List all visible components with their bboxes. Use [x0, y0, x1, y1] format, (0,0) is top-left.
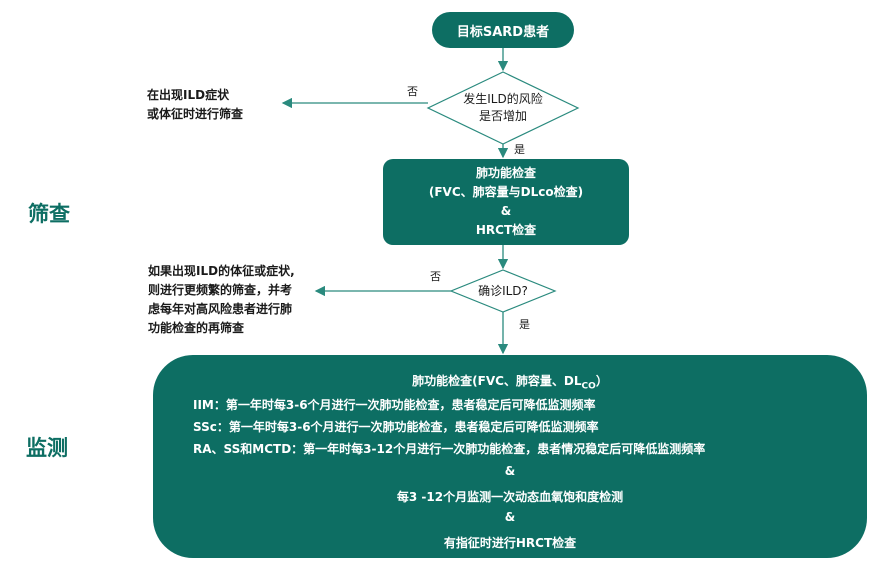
note2-line3: 虑每年对高风险患者进行肺 — [148, 302, 293, 316]
start-node-label: 目标SARD患者 — [456, 24, 550, 40]
decision1-text: 发生ILD的风险 是否增加 — [448, 91, 558, 125]
decision2-text: 确诊ILD? — [478, 284, 528, 298]
note-screen-on-symptoms: 在出现ILD症状 或体征时进行筛查 — [147, 86, 243, 124]
screening-label: 筛查 — [28, 202, 70, 226]
decision1-yes-label: 是 — [514, 143, 525, 156]
monitor-iim: IIM：第一年时每3-6个月进行一次肺功能检查，患者稳定后可降低监测频率 — [193, 398, 596, 412]
note1-line2: 或体征时进行筛查 — [147, 107, 244, 121]
monitor-amp1: & — [504, 464, 516, 478]
note2-line4: 功能检查的再筛查 — [148, 321, 245, 335]
monitor-ra: RA、SS和MCTD：第一年时每3-12个月进行一次肺功能检查，患者情况稳定后可… — [193, 442, 706, 456]
note2-line2: 则进行更频繁的筛查，并考 — [148, 283, 293, 297]
monitor-title-sub: CO — [581, 381, 596, 392]
monitor-hrct: 有指征时进行HRCT检查 — [443, 536, 577, 550]
monitor-title: 肺功能检查(FVC、肺容量、DLCO） — [153, 372, 867, 391]
decision1-line1: 发生ILD的风险 — [463, 92, 543, 106]
monitor-oxygen: 每3 -12个月监测一次动态血氧饱和度检测 — [396, 490, 624, 504]
pft-hrct-box: 肺功能检查 (FVC、肺容量与DLco检查) & HRCT检查 — [383, 159, 629, 245]
monitor-title-main: 肺功能检查(FVC、肺容量、DL — [412, 374, 582, 388]
monitor-amp2: & — [504, 510, 516, 524]
monitor-title-end: ） — [595, 374, 608, 388]
pft-box-line3: & — [500, 204, 512, 218]
note1-line1: 在出现ILD症状 — [147, 88, 230, 102]
monitoring-box: 肺功能检查(FVC、肺容量、DLCO） IIM：第一年时每3-6个月进行一次肺功… — [153, 355, 867, 558]
decision1-line2: 是否增加 — [478, 109, 527, 123]
pft-box-line2: (FVC、肺容量与DLco检查) — [428, 185, 584, 199]
pft-box-line4: HRCT检查 — [475, 223, 537, 237]
decision2-yes-label: 是 — [519, 318, 530, 331]
note2-line1: 如果出现ILD的体征或症状, — [148, 264, 295, 278]
start-node: 目标SARD患者 — [432, 12, 574, 48]
decision2-no-label: 否 — [430, 270, 441, 283]
note-rescreen: 如果出现ILD的体征或症状, 则进行更频繁的筛查，并考 虑每年对高风险患者进行肺… — [148, 262, 295, 338]
monitor-ssc: SSc：第一年时每3-6个月进行一次肺功能检查，患者稳定后可降低监测频率 — [193, 420, 599, 434]
decision1-no-label: 否 — [407, 85, 418, 98]
monitoring-label: 监测 — [26, 436, 68, 460]
pft-box-line1: 肺功能检查 — [475, 166, 536, 180]
